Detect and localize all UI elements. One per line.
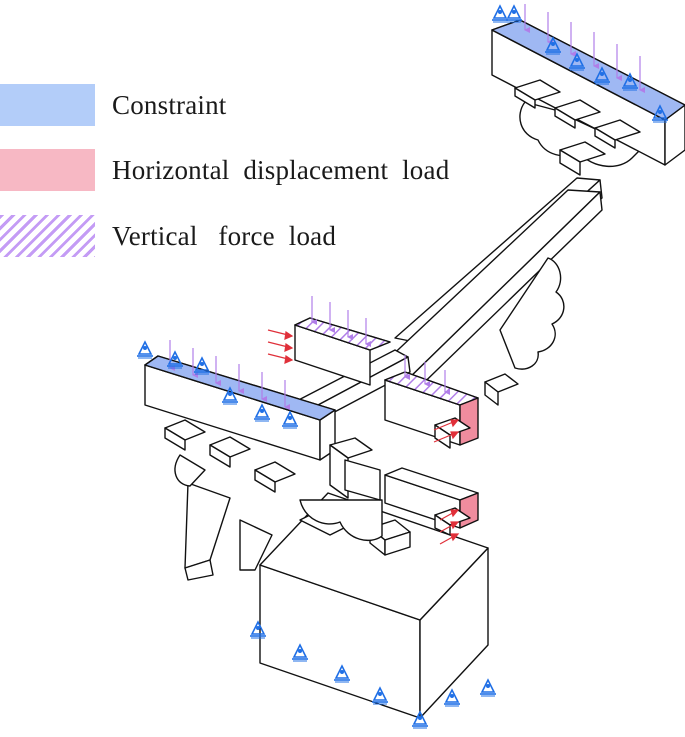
legend-label-vertical-load: Vertical force load	[112, 220, 337, 251]
legend-label-horizontal-load: Horizontal displacement load	[112, 154, 450, 185]
middle-carving	[299, 459, 383, 541]
legend-item-constraint: Constraint	[0, 84, 227, 126]
right-cantilever-upper	[384, 371, 479, 446]
legend-item-vertical-load: Vertical force load	[0, 215, 336, 257]
legend-item-horizontal-load: Horizontal displacement load	[0, 149, 449, 191]
upper-right-blocks	[514, 79, 641, 176]
legend-label-constraint: Constraint	[112, 89, 227, 120]
horizontal-load-swatch	[0, 149, 95, 191]
vertical-force-arrows	[169, 4, 645, 410]
diagonal-beam-upper	[367, 177, 603, 403]
constraint-swatch	[0, 84, 95, 126]
upper-carving	[499, 101, 641, 370]
front-left-arms	[174, 454, 273, 581]
horizontal-displacement-arrows	[267, 329, 460, 545]
right-side-blocks	[434, 373, 519, 536]
vertical-load-swatch	[0, 215, 95, 257]
front-left-blocks	[164, 419, 373, 499]
